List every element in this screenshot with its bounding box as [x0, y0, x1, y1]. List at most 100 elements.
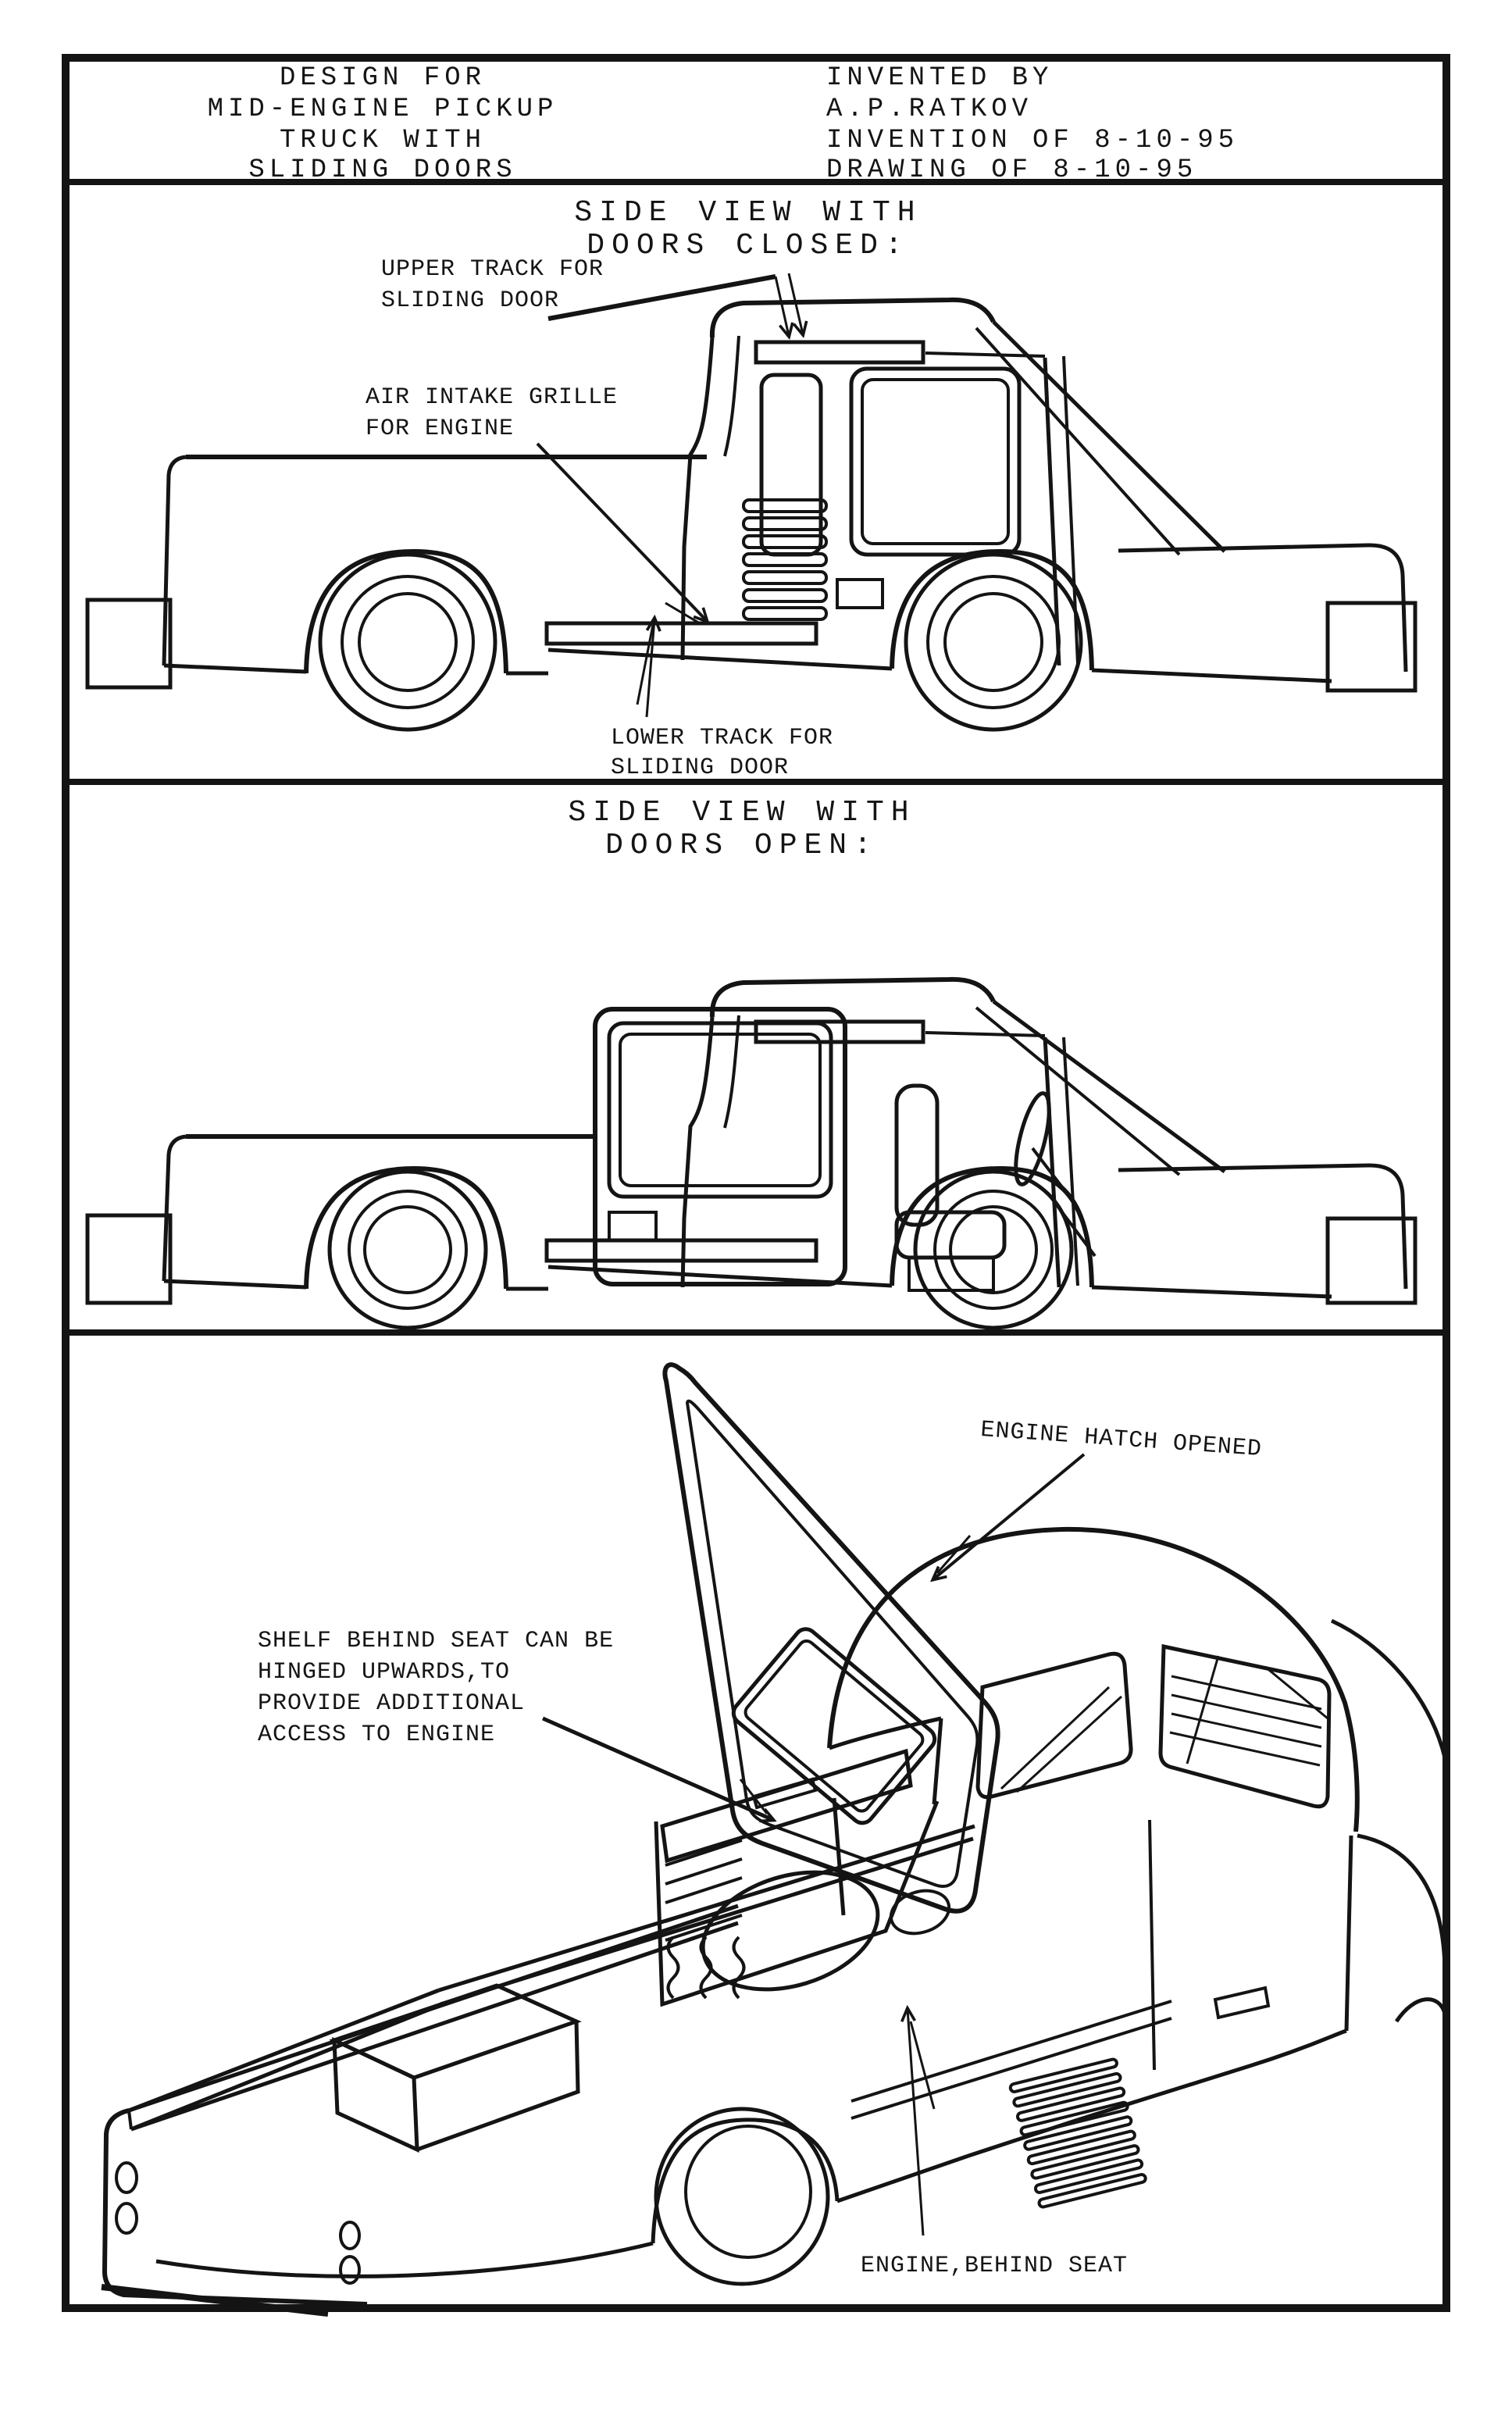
header-title-line4: SLIDING DOORS	[248, 155, 516, 185]
front-bumper	[1325, 601, 1418, 693]
b-pillar-inner-open	[1062, 1037, 1079, 1286]
bed-rear-edge	[162, 455, 187, 666]
hatch-inner	[685, 1399, 979, 1888]
engine-coil-2	[699, 1936, 713, 2000]
shelf-label-line4: ACCESS TO ENGINE	[258, 1722, 495, 1748]
front-wheel-arch	[890, 548, 1094, 671]
header-credit-line1: INVENTED BY	[826, 63, 1053, 93]
rear-bumper	[85, 598, 173, 690]
rear-wheel-arch	[304, 548, 508, 674]
front-hub-open	[949, 1205, 1038, 1294]
cab-roof-open	[709, 976, 996, 1018]
lower-track-label-line2: SLIDING DOOR	[611, 755, 789, 781]
lower-track-label-line1: LOWER TRACK FOR	[611, 725, 833, 751]
open-door-handle	[608, 1211, 658, 1242]
doorway-top-line	[925, 1031, 1046, 1037]
tail-light-3	[339, 2221, 361, 2250]
panel-side-view-doors-open: SIDE VIEW WITH DOORS OPEN:	[85, 796, 1418, 1330]
upper-track-label-line2: SLIDING DOOR	[381, 287, 559, 314]
shelf-label-line3: PROVIDE ADDITIONAL	[258, 1690, 525, 1717]
shelf-arrow	[541, 1716, 773, 1820]
cab-roof-iso	[827, 1526, 1360, 1832]
lower-track-arrow-tick	[636, 624, 654, 705]
door-handle-iso	[1213, 1986, 1271, 2020]
front-arch-iso	[1394, 1997, 1447, 2023]
cab-rear-pillar-inner-open	[723, 1015, 740, 1129]
cab-interior	[894, 1083, 1097, 1292]
b-pillar-inner	[1062, 355, 1079, 665]
rear-hub	[358, 592, 458, 692]
bay-opening	[654, 1800, 940, 2007]
upper-track-label-line1: UPPER TRACK FOR	[381, 256, 604, 283]
front-left-wheel-arch	[651, 2118, 840, 2244]
rear-bumper-open	[85, 1213, 173, 1305]
steering-wheel	[1014, 1091, 1051, 1186]
cab-rear-pillar-inner	[723, 335, 740, 457]
engine-behind-seat-label: ENGINE,BEHIND SEAT	[861, 2253, 1128, 2279]
hatch-window	[731, 1627, 937, 1825]
engine-hatch	[662, 1362, 1000, 1916]
side-grille	[1008, 2057, 1147, 2209]
door-window-inner	[861, 378, 1010, 545]
front-left-tire	[654, 2107, 830, 2286]
shelf-arrow-tick	[739, 1779, 768, 1814]
a-pillar-inner	[975, 326, 1181, 556]
shelf-label-line2: HINGED UPWARDS,TO	[258, 1659, 510, 1686]
lower-track-arrow	[645, 619, 654, 718]
front-tire-open	[913, 1169, 1074, 1330]
upper-track-bar-open	[754, 1019, 925, 1044]
open-door-panel	[593, 1007, 847, 1286]
open-door-window-inner	[619, 1033, 822, 1187]
cab-right-edge	[1344, 1835, 1353, 2032]
upper-track-leader	[547, 274, 776, 321]
front-lower-edge-open	[1091, 1285, 1332, 1299]
air-intake-arrow	[536, 442, 707, 621]
tail-light-4	[339, 2255, 361, 2285]
header: DESIGN FOR MID-ENGINE PICKUP TRUCK WITH …	[208, 63, 1235, 185]
engine-arrow-tick	[909, 2021, 936, 2110]
side-skirt-bottom	[155, 2241, 654, 2278]
front-bumper-open	[1325, 1216, 1418, 1305]
panel1-title-line2: DOORS CLOSED:	[587, 229, 909, 262]
upper-track-arrow-2	[787, 273, 803, 334]
header-title-line2: MID-ENGINE PICKUP	[208, 95, 558, 124]
rear-tire-open	[327, 1169, 488, 1330]
a-pillar-inner-open	[975, 1006, 1181, 1176]
truck-open-doors	[85, 976, 1418, 1330]
side-window-lines	[1169, 1675, 1322, 1767]
rear-tire	[318, 552, 497, 732]
bed-bottom-edge	[163, 663, 307, 674]
b-pillar	[1043, 357, 1061, 666]
cab-bottom-right	[1077, 2028, 1347, 2122]
panel2-title-line2: DOORS OPEN:	[605, 829, 879, 862]
rear-rim-open	[348, 1190, 468, 1310]
sheet-frame	[62, 54, 1450, 2312]
front-body-iso	[1330, 1618, 1447, 2023]
panel2-title-line1: SIDE VIEW WITH	[568, 796, 915, 830]
cab-rear-pillar	[680, 337, 715, 661]
cab-iso	[827, 1526, 1360, 2209]
steering-column	[1031, 1147, 1064, 1189]
seat-back	[894, 1083, 940, 1227]
cab-side-window	[1158, 1643, 1332, 1809]
a-pillar-outer-open	[992, 999, 1226, 1174]
engine-hatch-label: ENGINE HATCH OPENED	[979, 1417, 1263, 1463]
air-intake-label-line1: AIR INTAKE GRILLE	[366, 384, 618, 411]
rear-hub-open	[363, 1205, 452, 1294]
front-hub	[943, 592, 1043, 692]
cab-rear-window	[975, 1651, 1133, 1800]
front-left-rim	[684, 2125, 812, 2259]
door-seam-iso	[1148, 1819, 1156, 2071]
rear-bumper-iso	[101, 2284, 329, 2317]
engine-arrow	[908, 2009, 925, 2236]
hatch-outer	[662, 1362, 1000, 1914]
tail-light-2	[115, 2202, 138, 2235]
engine-cylinder	[889, 1889, 951, 1936]
header-credit-line2: A.P.RATKOV	[826, 95, 1032, 124]
front-rim-open	[933, 1190, 1054, 1310]
door-handle	[836, 578, 884, 609]
tail-light-1	[115, 2161, 138, 2194]
tailgate-top-rail	[128, 1988, 443, 2132]
